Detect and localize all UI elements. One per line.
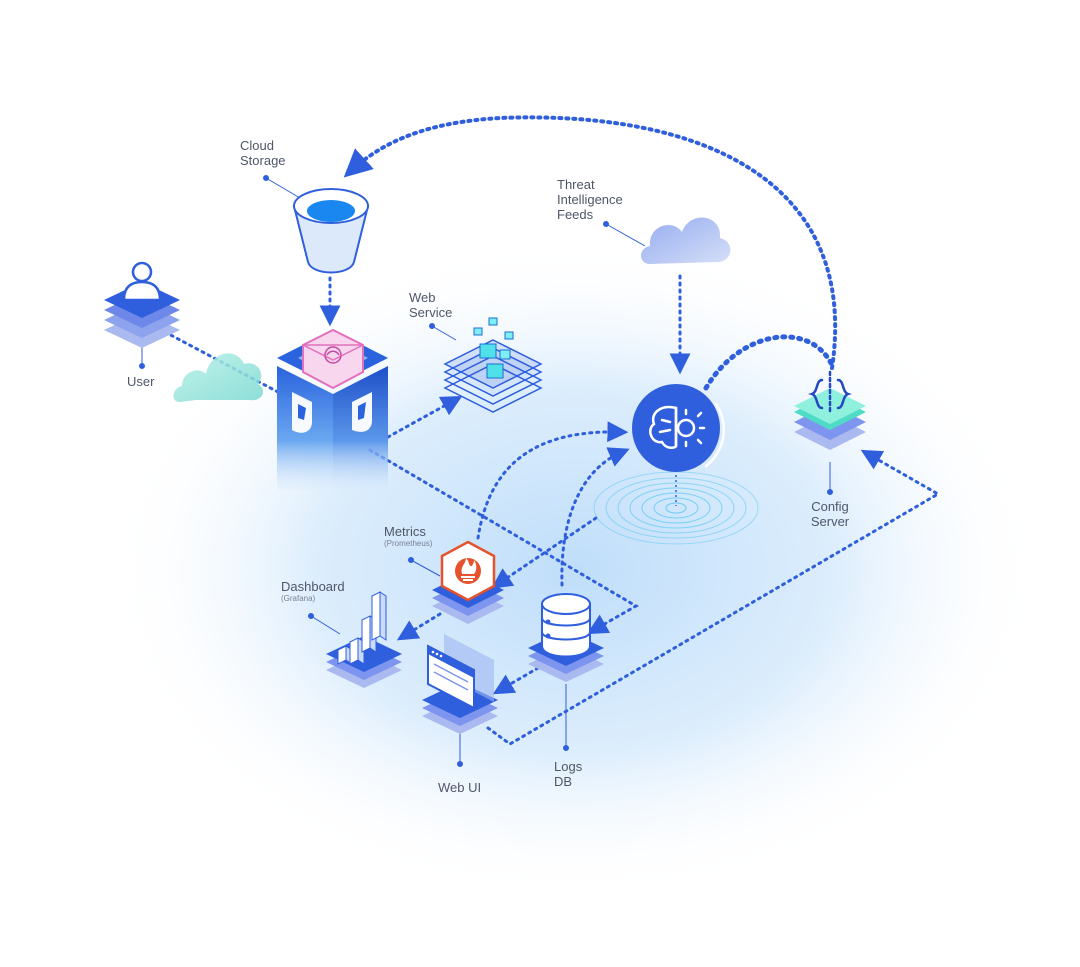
user-label: User <box>127 374 155 389</box>
threat-feeds-label-line3: Feeds <box>557 207 594 222</box>
threat-feeds-cloud-icon[interactable] <box>641 217 731 264</box>
link-webui-to-config <box>486 449 941 746</box>
web-service-label: Web Service <box>409 290 452 320</box>
logs-db-label: Logs DB <box>554 759 582 789</box>
config-server-node[interactable] <box>794 370 866 450</box>
shield-icon <box>292 392 312 433</box>
web-ui-label: Web UI <box>438 780 482 795</box>
shield-icon <box>352 392 372 432</box>
teal-cloud-icon <box>173 353 264 402</box>
link-logs-to-metrics <box>491 516 598 589</box>
metrics-sublabel: (Prometheus) <box>384 539 433 548</box>
arc-ai-to-config <box>703 334 835 391</box>
cloud-storage-label-line1: Cloud <box>240 138 274 153</box>
cloud-storage-label: Cloud Storage <box>240 138 286 168</box>
service-cube-icon <box>302 328 364 390</box>
threat-feeds-label-line1: Threat <box>557 177 595 192</box>
link-metrics-to-dashboard <box>396 612 442 641</box>
database-icon <box>541 593 591 658</box>
radar-rings <box>593 471 759 545</box>
config-server-label-line2: Server <box>810 514 850 529</box>
web-service-label-line2: Service <box>409 305 453 320</box>
threat-feeds-label: Threat Intelligence Feeds <box>557 177 623 222</box>
threat-feeds-label-line2: Intelligence <box>557 192 623 207</box>
bar-chart-icon <box>337 591 387 665</box>
logs-db-label-line2: DB <box>554 774 573 789</box>
logs-db-label-line1: Logs <box>554 759 583 774</box>
user-icon <box>122 261 162 302</box>
link-logs-to-webui <box>492 666 540 695</box>
web-service-label-line1: Web <box>409 290 436 305</box>
config-server-label-line1: Config <box>811 499 849 514</box>
link-tower-to-logs <box>368 448 639 635</box>
link-tower-to-web-service <box>386 395 463 439</box>
prometheus-flame-icon <box>455 558 481 584</box>
cloud-storage-node[interactable] <box>292 188 370 274</box>
leader-lines <box>139 175 833 767</box>
metrics-node[interactable] <box>432 540 504 624</box>
code-braces-icon <box>808 370 852 414</box>
user-node[interactable] <box>104 261 180 348</box>
arc-metrics-to-ai <box>476 421 629 540</box>
web-service-node[interactable] <box>443 317 543 413</box>
ai-engine-node[interactable] <box>593 384 759 545</box>
dashboard-node[interactable] <box>326 591 402 688</box>
metrics-label: Metrics (Prometheus) <box>384 524 432 549</box>
cloud-storage-label-line2: Storage <box>240 153 286 168</box>
config-server-label: Config Server <box>806 499 854 529</box>
web-ui-node[interactable] <box>422 634 498 734</box>
connections <box>163 115 941 746</box>
security-gateway-tower[interactable] <box>277 328 388 490</box>
logs-db-node[interactable] <box>528 593 604 682</box>
dashboard-label-text: Dashboard <box>281 579 345 594</box>
dashboard-sublabel: (Grafana) <box>281 594 316 603</box>
service-cubes-icon <box>473 317 514 379</box>
arc-config-to-storage <box>343 115 838 370</box>
metrics-label-text: Metrics <box>384 524 426 539</box>
browser-window-icon <box>427 644 475 710</box>
ai-brain-gear-icon <box>649 405 706 449</box>
dashboard-label: Dashboard (Grafana) <box>281 579 345 604</box>
